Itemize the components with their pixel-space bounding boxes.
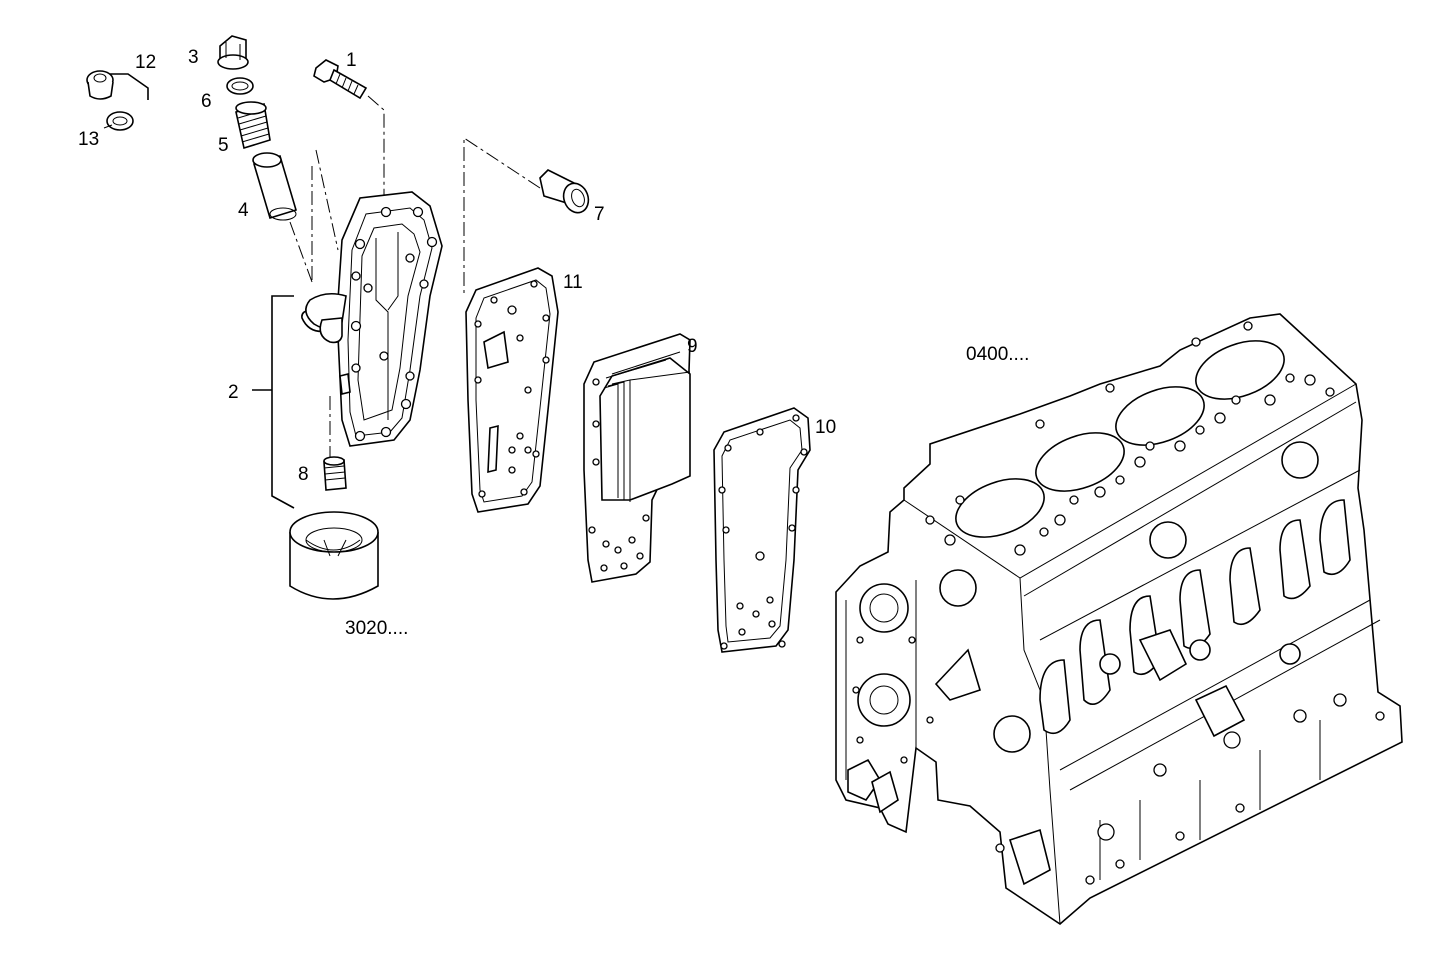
part-6-seal-ring[interactable] xyxy=(226,77,254,95)
part-9-oil-cooler[interactable] xyxy=(583,333,691,583)
part-12-plug[interactable] xyxy=(86,70,114,100)
part-3-plug[interactable] xyxy=(217,35,249,70)
part-1-bolt[interactable] xyxy=(313,59,368,100)
label-part-2: 2 xyxy=(228,382,239,403)
engine-block[interactable] xyxy=(835,313,1403,926)
part-4-valve-sleeve[interactable] xyxy=(252,152,297,221)
label-ref-engine-block: 0400.... xyxy=(966,344,1029,365)
label-part-3: 3 xyxy=(188,47,199,68)
label-part-4: 4 xyxy=(238,200,249,221)
part-10-gasket[interactable] xyxy=(713,407,811,653)
part-8-threaded-nipple[interactable] xyxy=(323,456,347,491)
label-part-1: 1 xyxy=(346,50,357,71)
label-part-8: 8 xyxy=(298,464,309,485)
part-11-gasket[interactable] xyxy=(465,267,559,513)
label-part-6: 6 xyxy=(201,91,212,112)
label-part-13: 13 xyxy=(78,129,99,150)
label-part-5: 5 xyxy=(218,135,229,156)
label-part-7: 7 xyxy=(594,204,605,225)
part-13-leader xyxy=(103,124,113,129)
assembly-lines xyxy=(289,95,541,462)
label-ref-filter: 3020.... xyxy=(345,618,408,639)
part-12-leader xyxy=(110,73,149,100)
oil-filter-cartridge[interactable] xyxy=(289,511,379,600)
label-part-9: 9 xyxy=(687,336,698,357)
label-part-10: 10 xyxy=(815,417,836,438)
part-13-washer[interactable] xyxy=(106,111,134,131)
label-part-11: 11 xyxy=(563,272,583,293)
label-part-12: 12 xyxy=(135,52,156,73)
part-5-spring[interactable] xyxy=(235,101,271,150)
part-7-sleeve[interactable] xyxy=(539,169,592,216)
part-2-filter-head[interactable] xyxy=(301,191,443,447)
part-2-bracket xyxy=(252,295,295,509)
